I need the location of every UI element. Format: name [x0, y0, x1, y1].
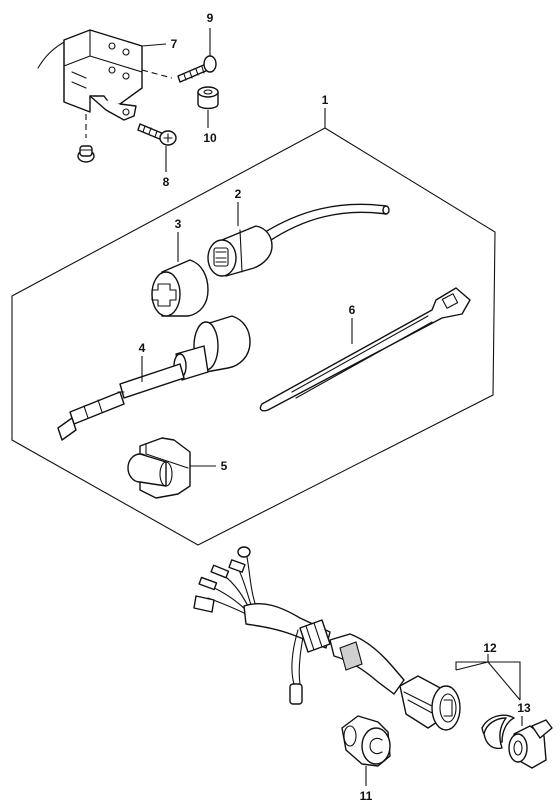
bracket-part-7 — [37, 29, 143, 121]
callout-13: 13 — [517, 701, 531, 715]
nut-small — [77, 145, 95, 163]
screw-part-8 — [137, 123, 177, 146]
callout-11: 11 — [360, 789, 373, 803]
wire-harness — [193, 546, 461, 731]
kit-outline — [11, 127, 496, 546]
callout-6: 6 — [349, 303, 356, 317]
clamp-ring-part-12 — [481, 714, 515, 750]
callout-2: 2 — [235, 187, 242, 201]
callout-8: 8 — [163, 175, 170, 189]
leader-7 — [141, 43, 167, 47]
connector-part-2 — [207, 203, 390, 277]
callout-9: 9 — [207, 11, 214, 25]
callout-3: 3 — [175, 217, 182, 231]
callout-5: 5 — [221, 459, 228, 473]
cap-part-13 — [508, 719, 553, 769]
cap-part-11 — [341, 715, 391, 767]
callout-12: 12 — [483, 641, 497, 655]
callout-1: 1 — [322, 93, 329, 107]
leader-12-fan — [455, 661, 521, 701]
callout-4: 4 — [139, 341, 146, 355]
dash-bracket-to-screw — [141, 69, 173, 79]
grommet-part-5 — [127, 437, 191, 499]
terminal-part-4 — [57, 315, 251, 441]
collar-part-10 — [197, 86, 219, 110]
callout-10: 10 — [203, 131, 217, 145]
screw-part-9 — [177, 55, 217, 83]
cable-tie-part-6 — [259, 287, 471, 412]
cap-part-3 — [151, 259, 209, 317]
callout-7: 7 — [171, 37, 178, 51]
